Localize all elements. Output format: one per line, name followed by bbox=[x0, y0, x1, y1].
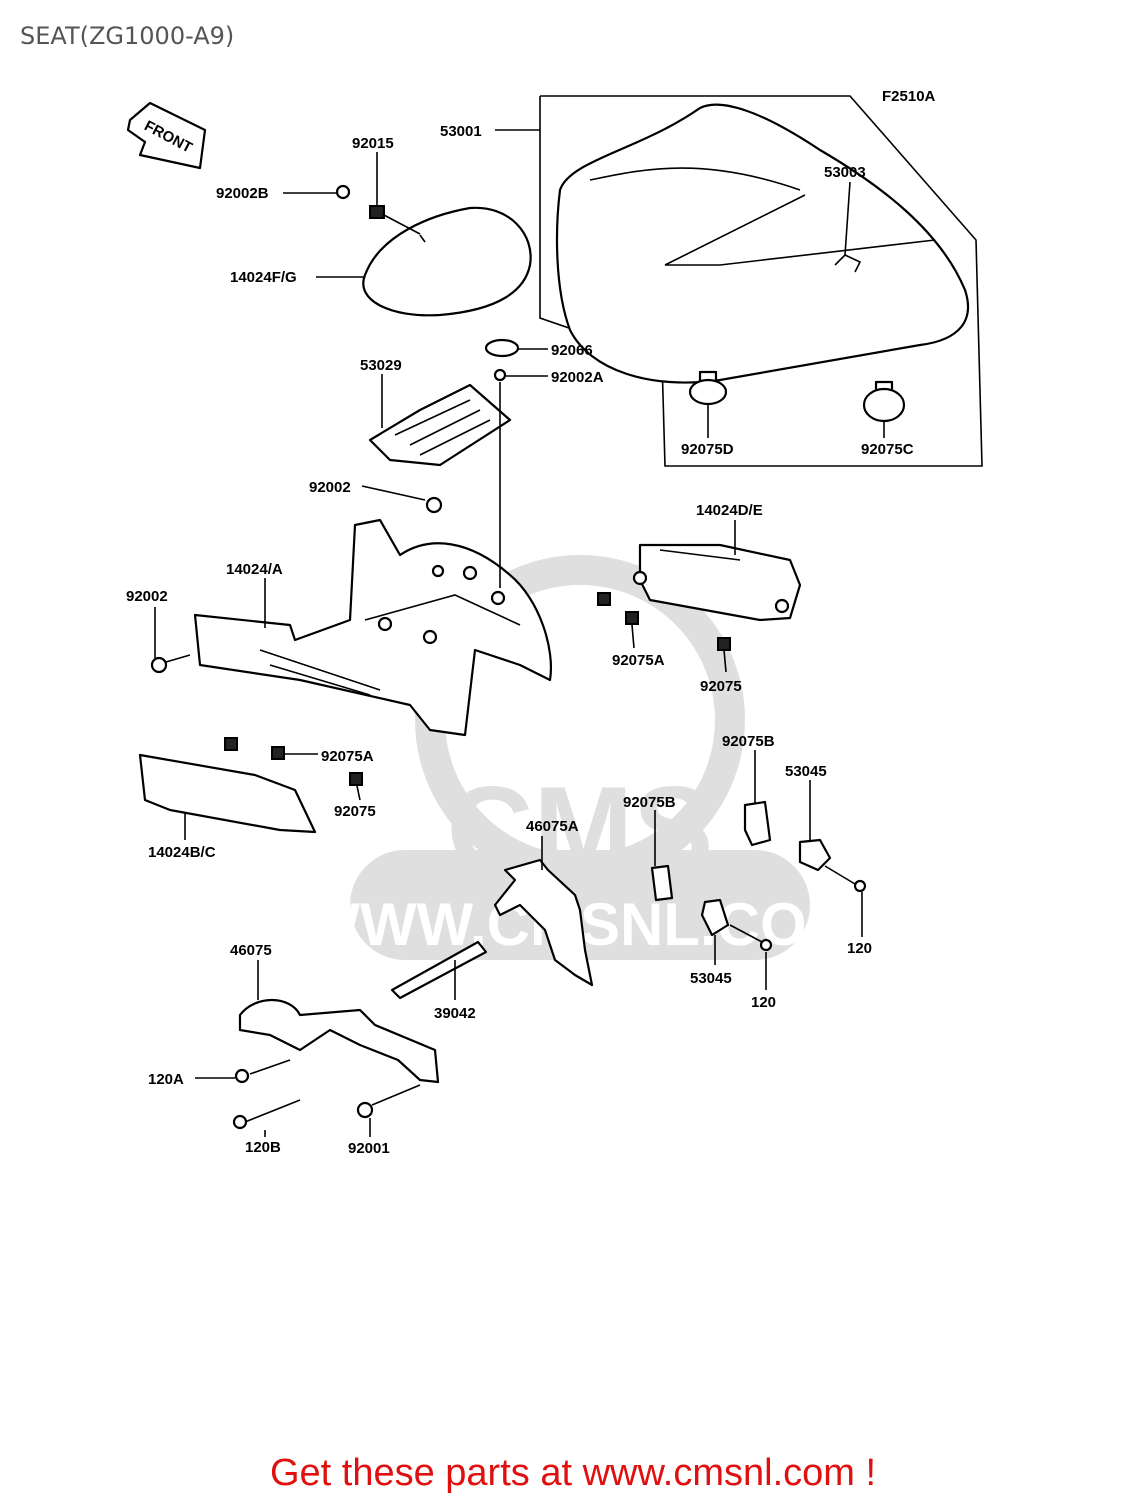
label-53003: 53003 bbox=[824, 164, 866, 181]
footer-link[interactable]: Get these parts at www.cmsnl.com ! bbox=[269, 1452, 877, 1494]
label-92015: 92015 bbox=[352, 135, 394, 152]
label-92075d: 92075D bbox=[681, 441, 734, 458]
rubber-block-92075b-1 bbox=[743, 800, 772, 847]
label-53001: 53001 bbox=[440, 123, 482, 140]
screw-92002a bbox=[493, 368, 507, 382]
label-92001: 92001 bbox=[348, 1140, 390, 1157]
grommet-right-1 bbox=[597, 592, 611, 606]
diagram-code: F2510A bbox=[882, 88, 936, 105]
screw-92002-upper bbox=[425, 496, 443, 514]
label-92002-upper: 92002 bbox=[309, 479, 351, 496]
label-14024de: 14024D/E bbox=[696, 502, 763, 519]
bracket-46075a bbox=[493, 858, 594, 987]
label-53029: 53029 bbox=[360, 357, 402, 374]
label-92075-left: 92075 bbox=[334, 803, 376, 820]
label-46075: 46075 bbox=[230, 942, 272, 959]
grommet-right-2 bbox=[625, 611, 639, 625]
nut-92015 bbox=[369, 205, 385, 219]
bolt-120-a bbox=[853, 879, 867, 893]
seat-assembly-box bbox=[539, 95, 983, 467]
nut-92001 bbox=[356, 1101, 374, 1119]
label-92002b: 92002B bbox=[216, 185, 269, 202]
grommet-left-1 bbox=[224, 737, 238, 751]
label-120-lower: 120 bbox=[751, 994, 776, 1011]
label-92002-left: 92002 bbox=[126, 588, 168, 605]
label-92075c: 92075C bbox=[861, 441, 914, 458]
damper-92075c bbox=[862, 380, 906, 438]
main-seat-part bbox=[555, 103, 970, 384]
label-14024fg: 14024F/G bbox=[230, 269, 297, 286]
grommet-right-3 bbox=[717, 637, 731, 651]
parts-diagram: FRONT F2510A bbox=[126, 88, 983, 1157]
front-arrow-icon: FRONT bbox=[126, 101, 207, 170]
label-92066: 92066 bbox=[551, 342, 593, 359]
label-53045-upper: 53045 bbox=[785, 763, 827, 780]
label-53045-lower: 53045 bbox=[690, 970, 732, 987]
side-cover-14024de bbox=[638, 543, 802, 622]
label-92075a-right: 92075A bbox=[612, 652, 665, 669]
latch-53045-1 bbox=[798, 838, 832, 872]
label-120-right: 120 bbox=[847, 940, 872, 957]
bracket-53029 bbox=[368, 383, 512, 467]
grommet-left-3 bbox=[349, 772, 363, 786]
bolt-92002b bbox=[335, 184, 351, 200]
cap-92066 bbox=[484, 338, 520, 358]
label-46075a: 46075A bbox=[526, 818, 579, 835]
label-120b: 120B bbox=[245, 1139, 281, 1156]
leader-lines bbox=[154, 129, 863, 1137]
label-14024bc: 14024B/C bbox=[148, 844, 216, 861]
rod-39042 bbox=[390, 940, 488, 1000]
bolt-120a bbox=[234, 1068, 250, 1084]
latch-53045-2 bbox=[700, 898, 730, 937]
damper-92075d bbox=[688, 370, 728, 438]
bracket-46075 bbox=[238, 998, 440, 1084]
tail-cowl-14024a bbox=[193, 518, 552, 737]
label-92002a: 92002A bbox=[551, 369, 604, 386]
rubber-block-92075b-2 bbox=[650, 864, 674, 902]
label-14024a: 14024/A bbox=[226, 561, 283, 578]
page-title: SEAT(ZG1000-A9) bbox=[20, 22, 235, 50]
label-92075a-left: 92075A bbox=[321, 748, 374, 765]
label-120a: 120A bbox=[148, 1071, 184, 1088]
label-92075-right: 92075 bbox=[700, 678, 742, 695]
side-cover-14024bc bbox=[138, 753, 317, 834]
screw-92002-left bbox=[150, 656, 168, 674]
bolt-120b bbox=[232, 1114, 248, 1130]
grommet-left-2 bbox=[271, 746, 285, 760]
label-39042: 39042 bbox=[434, 1005, 476, 1022]
label-92075b-upper: 92075B bbox=[722, 733, 775, 750]
label-92075b-lower: 92075B bbox=[623, 794, 676, 811]
bolt-120-b bbox=[759, 938, 773, 952]
tail-pad-14024fg bbox=[362, 206, 532, 317]
